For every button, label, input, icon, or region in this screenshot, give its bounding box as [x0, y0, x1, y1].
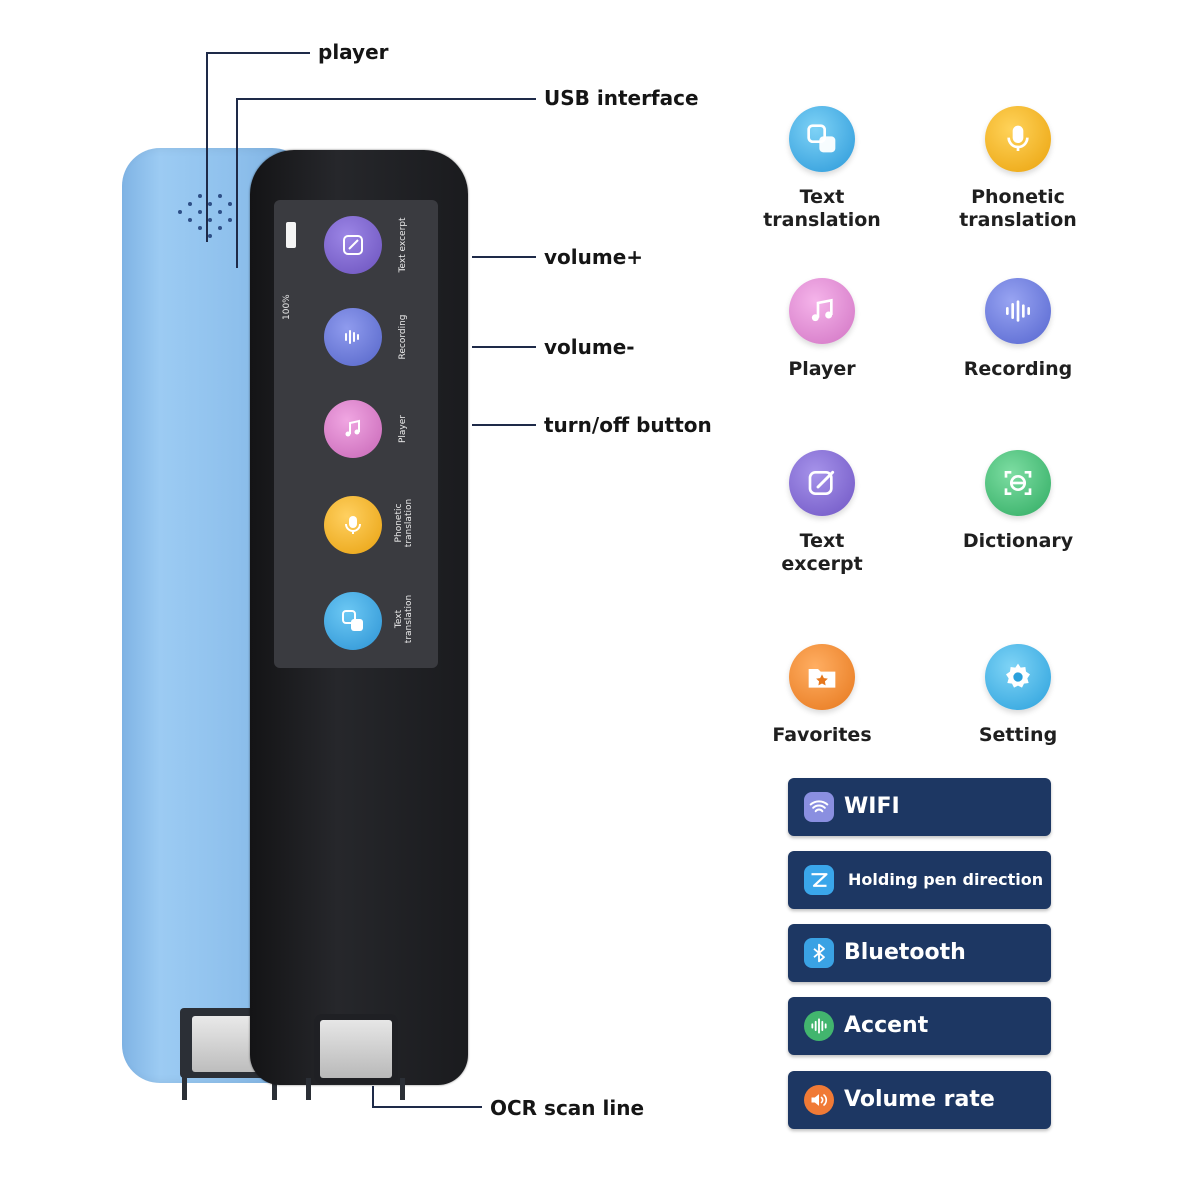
blue-pen-leg — [272, 1074, 277, 1100]
wifi-icon — [804, 792, 834, 822]
screen-app-recording[interactable] — [324, 308, 382, 366]
screen-app-label: Recording — [398, 314, 408, 360]
feature-label: Phonetic — [971, 186, 1065, 208]
callout-line — [206, 52, 310, 54]
volume-icon — [804, 1085, 834, 1115]
microphone-icon — [985, 106, 1051, 172]
feature-label: translation — [959, 209, 1077, 231]
feature-dictionary: Dictionary — [928, 450, 1108, 553]
screen-app-text-excerpt[interactable] — [324, 216, 382, 274]
speaker-grille — [172, 188, 242, 248]
phonetic-translation-icon — [345, 516, 361, 534]
callout-usb-interface: USB interface — [544, 86, 699, 110]
screen-app-phonetic-translation[interactable] — [324, 496, 382, 554]
callout-volume-down: volume- — [544, 335, 635, 359]
screen-app-label: Phonetic translation — [394, 498, 414, 548]
recording-icon — [345, 330, 359, 344]
setting-label: Bluetooth — [844, 940, 966, 965]
screen-app-label: Text excerpt — [398, 217, 408, 273]
screen-status: 100% — [280, 258, 300, 328]
edit-icon — [789, 450, 855, 516]
setting-volume-rate[interactable]: Volume rate — [788, 1071, 1051, 1129]
text-translation-icon — [789, 106, 855, 172]
feature-label: Text — [799, 186, 845, 208]
setting-label: Accent — [844, 1013, 929, 1038]
text-excerpt-icon — [343, 235, 363, 255]
black-pen-leg — [306, 1078, 311, 1100]
callout-line — [472, 256, 536, 258]
feature-player: Player — [732, 278, 912, 381]
blue-pen-leg — [182, 1074, 187, 1100]
sound-wave-icon — [985, 278, 1051, 344]
bluetooth-icon — [804, 938, 834, 968]
gear-icon — [985, 644, 1051, 710]
callout-line — [472, 424, 536, 426]
feature-label: Setting — [978, 724, 1058, 746]
battery-icon — [286, 222, 296, 248]
feature-favorites: Favorites — [732, 644, 912, 747]
callout-player: player — [318, 40, 389, 64]
black-pen-leg — [400, 1078, 405, 1100]
folder-star-icon — [789, 644, 855, 710]
setting-wifi[interactable]: WIFI — [788, 778, 1051, 836]
pen-direction-icon — [804, 865, 834, 895]
battery-percent: 100% — [282, 294, 292, 320]
callout-ocr-scan-line: OCR scan line — [490, 1096, 645, 1120]
feature-recording: Recording — [928, 278, 1108, 381]
feature-label: Player — [788, 358, 856, 380]
screen-app-player[interactable] — [324, 400, 382, 458]
feature-label: Text — [799, 530, 845, 552]
player-icon — [345, 419, 360, 437]
setting-holding-pen-direction[interactable]: Holding pen direction — [788, 851, 1051, 909]
setting-label: WIFI — [844, 794, 900, 819]
setting-bluetooth[interactable]: Bluetooth — [788, 924, 1051, 982]
callout-power-button: turn/off button — [544, 413, 712, 437]
callout-line — [206, 52, 208, 242]
feature-label: Favorites — [772, 724, 872, 746]
setting-label: Volume rate — [844, 1087, 995, 1112]
feature-label: excerpt — [781, 553, 863, 575]
feature-setting: Setting — [928, 644, 1108, 747]
screen-app-text-translation[interactable] — [324, 592, 382, 650]
screen-app-label: Player — [398, 415, 408, 444]
feature-label: Dictionary — [962, 530, 1074, 552]
scan-icon — [985, 450, 1051, 516]
music-note-icon — [789, 278, 855, 344]
setting-accent[interactable]: Accent — [788, 997, 1051, 1055]
feature-label: Recording — [963, 358, 1073, 380]
setting-label: Holding pen direction — [848, 870, 1044, 889]
callout-line — [472, 346, 536, 348]
black-pen-scanner-window — [320, 1020, 392, 1078]
callout-volume-up: volume+ — [544, 245, 644, 269]
text-translation-icon — [342, 610, 363, 631]
feature-label: translation — [763, 209, 881, 231]
callout-line — [372, 1086, 374, 1108]
screen-app-label: Text translation — [394, 594, 414, 644]
accent-icon — [804, 1011, 834, 1041]
callout-line — [236, 98, 238, 268]
callout-line — [236, 98, 536, 100]
callout-line — [372, 1106, 482, 1108]
